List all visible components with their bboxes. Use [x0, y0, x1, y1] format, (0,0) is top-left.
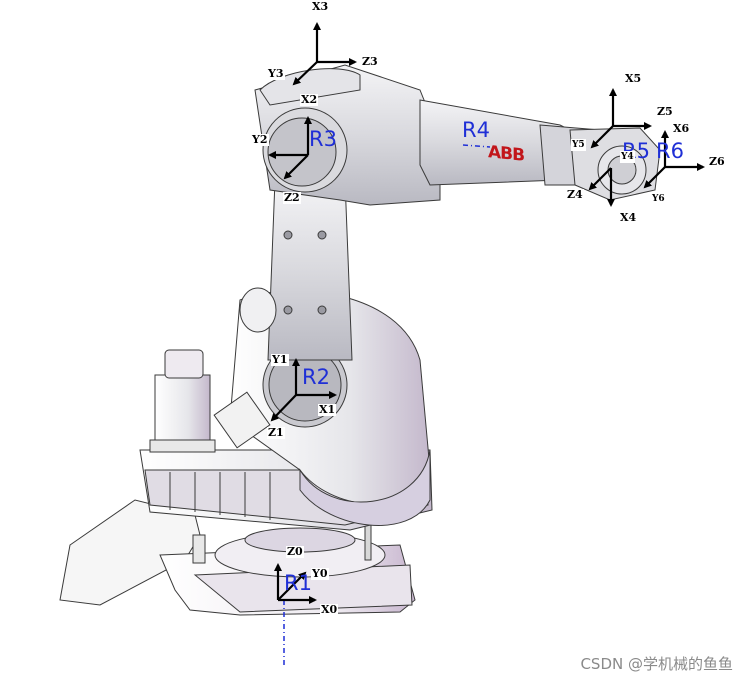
frame5-arrows [590, 88, 652, 149]
joint-axis-lines [283, 144, 491, 668]
axis-label-y4: Y4 [620, 151, 635, 163]
frame6-arrows [643, 130, 705, 189]
frame2-arrows [268, 116, 312, 180]
axis-label-y6: Y6 [651, 193, 666, 205]
axis-label-z6: Z6 [708, 155, 726, 168]
axis-label-x6: X6 [672, 122, 691, 135]
joint-label-r2: R2 [302, 365, 330, 389]
axis-label-x2: X2 [300, 93, 319, 106]
joint-label-r4: R4 [462, 118, 490, 142]
abb-logo: ABB [488, 142, 525, 166]
axis-label-y2: Y2 [251, 133, 269, 146]
axis-label-x1: X1 [318, 403, 337, 416]
frame3-arrows [292, 22, 357, 86]
axis-label-z4: Z4 [566, 188, 584, 201]
axis-label-z0: Z0 [286, 545, 304, 558]
frame1-arrows [270, 358, 337, 422]
axis-label-z1: Z1 [267, 426, 285, 439]
axis-label-x4: X4 [619, 211, 638, 224]
axis-label-z2: Z2 [283, 191, 301, 204]
axis-label-y5: Y5 [571, 139, 586, 151]
axis-label-y3: Y3 [267, 67, 285, 80]
base-plate [59, 499, 416, 616]
axis-label-x3: X3 [311, 0, 330, 13]
motor [149, 349, 216, 453]
axis-label-y0: Y0 [311, 567, 329, 580]
joint-label-r1: R1 [284, 571, 312, 595]
frame4-arrows [588, 167, 615, 207]
joint-label-r6: R6 [656, 139, 684, 163]
lower-arm [239, 179, 353, 361]
upper-arm-housing [254, 64, 441, 206]
axis-label-y1: Y1 [271, 353, 289, 366]
axis-label-z5: Z5 [656, 105, 674, 118]
joint-label-r3: R3 [309, 127, 337, 151]
frame0-arrows [274, 563, 317, 604]
watermark: CSDN @学机械的鱼鱼 [580, 655, 733, 673]
axis-label-z3: Z3 [361, 55, 379, 68]
axis-label-x5: X5 [624, 72, 643, 85]
axis-label-x0: X0 [320, 603, 339, 616]
